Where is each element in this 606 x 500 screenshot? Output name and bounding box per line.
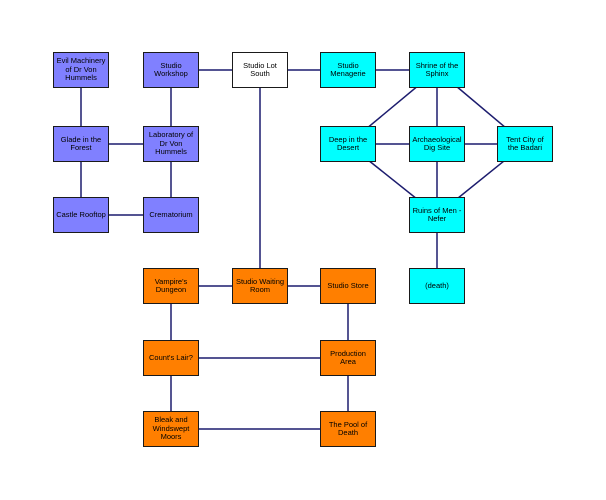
room-counts-lair: Count's Lair? <box>143 340 199 376</box>
room-label: Tent City of the Badari <box>506 134 544 152</box>
room-laboratory: Laboratory of Dr Von Hummels <box>143 126 199 162</box>
room-studio-lot-south: Studio Lot South <box>232 52 288 88</box>
room-label: Ruins of Men -Nefer <box>412 205 462 223</box>
room-label: Count's Lair? <box>149 352 193 362</box>
room-ruins-of-men-nefer: Ruins of Men -Nefer <box>409 197 465 233</box>
room-label: (death) <box>425 280 449 290</box>
room-studio-workshop: Studio Workshop <box>143 52 199 88</box>
room-castle-rooftop: Castle Rooftop <box>53 197 109 233</box>
room-death: (death) <box>409 268 465 304</box>
room-label: Crematorium <box>149 209 193 219</box>
room-glade-in-the-forest: Glade in the Forest <box>53 126 109 162</box>
room-archaeological-dig-site: Archaeological Dig Site <box>409 126 465 162</box>
room-label: Bleak and Windswept Moors <box>152 415 190 442</box>
room-label: Studio Lot South <box>243 60 277 78</box>
room-label: Studio Workshop <box>154 60 188 78</box>
room-tent-city-of-the-badari: Tent City of the Badari <box>497 126 553 162</box>
room-label: Evil Machinery of Dr Von Hummels <box>56 56 106 83</box>
room-vampires-dungeon: Vampire's Dungeon <box>143 268 199 304</box>
room-label: The Pool of Death <box>328 419 368 437</box>
room-label: Studio Store <box>327 280 369 290</box>
room-shrine-of-the-sphinx: Shrine of the Sphinx <box>409 52 465 88</box>
room-label: Laboratory of Dr Von Hummels <box>148 130 194 157</box>
room-label: Castle Rooftop <box>56 209 106 219</box>
room-label: Studio Menagerie <box>330 60 366 78</box>
room-crematorium: Crematorium <box>143 197 199 233</box>
room-label: Studio Waiting Room <box>235 276 285 294</box>
room-the-pool-of-death: The Pool of Death <box>320 411 376 447</box>
room-label: Archaeological Dig Site <box>412 134 462 152</box>
room-label: Deep in the Desert <box>328 134 368 152</box>
room-evil-machinery: Evil Machinery of Dr Von Hummels <box>53 52 109 88</box>
room-production-area: Production Area <box>320 340 376 376</box>
room-studio-waiting-room: Studio Waiting Room <box>232 268 288 304</box>
room-label: Vampire's Dungeon <box>154 276 188 294</box>
room-label: Shrine of the Sphinx <box>415 60 459 78</box>
room-label: Glade in the Forest <box>60 134 102 152</box>
room-studio-store: Studio Store <box>320 268 376 304</box>
room-label: Production Area <box>330 348 366 366</box>
room-studio-menagerie: Studio Menagerie <box>320 52 376 88</box>
room-bleak-and-windswept-moors: Bleak and Windswept Moors <box>143 411 199 447</box>
room-deep-in-the-desert: Deep in the Desert <box>320 126 376 162</box>
